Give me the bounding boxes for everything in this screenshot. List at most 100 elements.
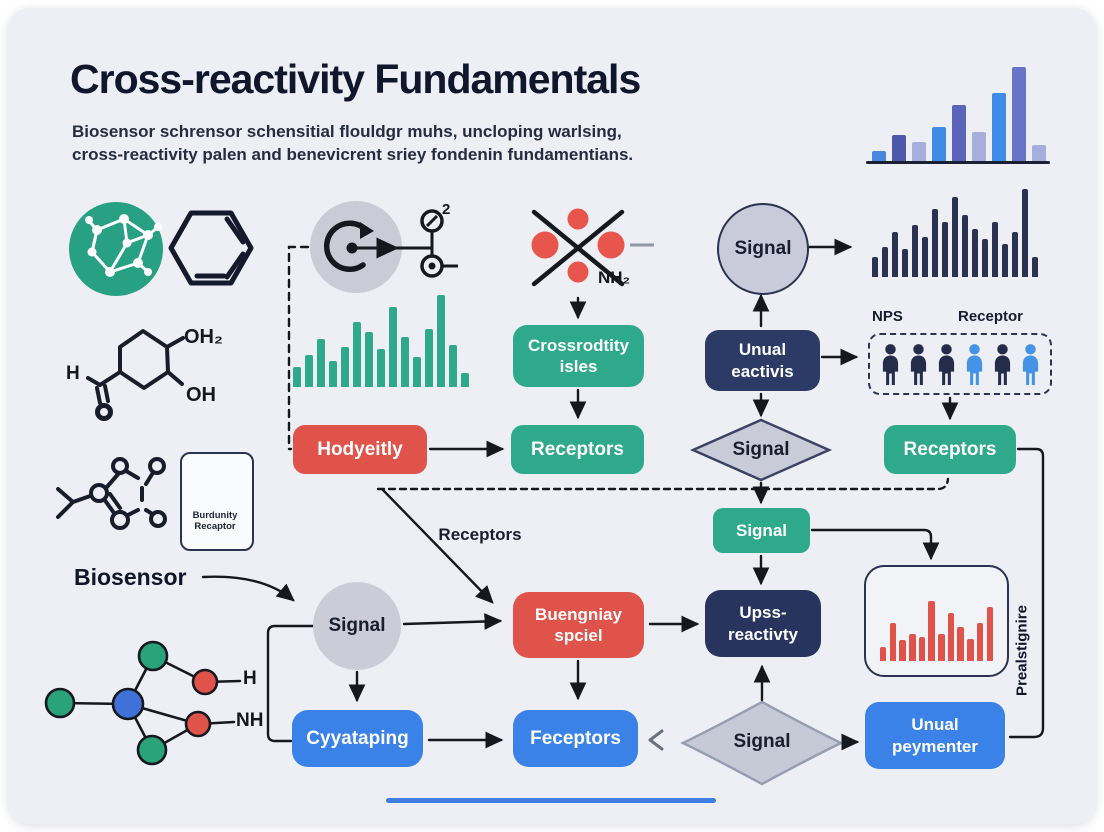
- dashed-elbow-rotor-to-hodyeitly: [287, 245, 310, 451]
- node-signal-mid: Signal: [313, 582, 401, 670]
- bar: [992, 222, 998, 277]
- red-chart-panel: [864, 565, 1009, 677]
- rotate-icon: [310, 201, 458, 293]
- hexagon-icon: [168, 210, 254, 286]
- mol-h-label: H: [243, 668, 257, 689]
- node-unual-eactivis-line2: eactivis: [731, 361, 794, 381]
- bar: [912, 225, 918, 277]
- green-wave-chart: [293, 295, 469, 387]
- node-buengniay-line2: spciel: [554, 626, 603, 645]
- navy-wave-chart: [872, 189, 1038, 277]
- node-upss-reactivty: Upss- reactivty: [705, 590, 821, 657]
- nps-label: NPS: [872, 308, 903, 325]
- node-receptors-left: Receptors: [511, 425, 644, 474]
- elbow-receptors-to-peymenter: [1008, 447, 1045, 739]
- bar: [889, 623, 897, 661]
- node-unual-peymenter-line1: Unual: [911, 715, 959, 735]
- bar: [892, 135, 906, 161]
- node-signal-top: Signal: [717, 203, 809, 295]
- bar: [942, 222, 948, 277]
- bar: [938, 634, 945, 661]
- nh2-label: NH₂: [598, 268, 631, 287]
- bar: [882, 247, 888, 277]
- bar: [879, 647, 887, 661]
- node-signal-diamond-bottom-label: Signal: [733, 731, 791, 752]
- node-unual-peymenter: Unual peymenter: [865, 702, 1005, 769]
- bar: [365, 332, 373, 387]
- page-title: Cross-reactivity Fundamentals: [70, 56, 641, 102]
- bar: [293, 367, 301, 387]
- bar: [922, 237, 928, 277]
- bar: [952, 105, 966, 161]
- person-icon: [881, 344, 900, 386]
- subtitle-line-1: Biosensor schrensor schensitial flouldgr…: [72, 122, 622, 141]
- node-feceptors: Feceptors: [513, 710, 638, 767]
- bar: [982, 239, 988, 277]
- connectors: [201, 238, 1045, 751]
- node-signal-diamond-label: Signal: [732, 439, 790, 460]
- burdunity-card-text: Burdunity Recaptor: [181, 510, 249, 532]
- bar: [892, 232, 898, 277]
- page-subtitle: Biosensor schrensor schensitial flouldgr…: [72, 120, 633, 166]
- node-crossrodtity-line1: Crossrodtity: [527, 335, 630, 355]
- bar: [909, 634, 916, 661]
- red-bar-chart: [879, 581, 994, 661]
- bar: [437, 295, 445, 387]
- mol-nh-label: NH: [236, 710, 264, 731]
- node-unual-peymenter-line2: peymenter: [892, 736, 978, 756]
- person-icon: [965, 344, 984, 386]
- arrow-signalmid-to-buengniay: [402, 613, 503, 630]
- chart-baseline: [866, 161, 1050, 164]
- bar: [377, 349, 385, 387]
- bar: [957, 627, 964, 661]
- node-hodyeitly: Hodyeitly: [293, 425, 427, 474]
- bar: [932, 127, 946, 161]
- bar: [317, 339, 325, 387]
- bar: [872, 257, 878, 277]
- node-unual-eactivis: Unual eactivis: [705, 330, 820, 391]
- receptor-label: Receptor: [958, 308, 1024, 325]
- bar: [972, 229, 978, 277]
- bar: [353, 322, 361, 387]
- node-buengniay-line1: Buengniay: [535, 604, 622, 624]
- node-upss-line1: Upss-: [739, 603, 787, 623]
- elbow-signalmid-to-cyyataping: [266, 624, 315, 743]
- bar: [1032, 257, 1038, 277]
- subtitle-line-2: cross-reactivity palen and benevicrent s…: [72, 145, 634, 164]
- node-unual-eactivis-line1: Unual: [738, 340, 787, 360]
- signal-diamond-shape: [689, 418, 833, 482]
- node-crossrodtity: Crossrodtity isles: [513, 325, 644, 387]
- bar: [918, 637, 926, 661]
- bar: [413, 357, 421, 387]
- bar: [329, 361, 337, 387]
- biosensor-label: Biosensor: [74, 564, 187, 590]
- bar: [1032, 145, 1046, 161]
- node-upss-line2: reactivty: [728, 624, 798, 644]
- node-signal-green: Signal: [713, 508, 810, 553]
- bar: [947, 613, 955, 661]
- burdunity-line2: Recaptor: [194, 521, 236, 532]
- people-group: [868, 333, 1052, 395]
- bar: [872, 151, 886, 161]
- bar: [425, 329, 433, 387]
- signal-diamond-bottom-shape: [680, 700, 844, 786]
- bar: [899, 640, 906, 661]
- bar: [976, 623, 984, 661]
- bottom-accent-bar: [386, 798, 716, 803]
- bar: [928, 601, 935, 661]
- node-receptors-right: Receptors: [884, 425, 1016, 474]
- bar: [932, 209, 938, 277]
- arrow-biosensor: [201, 575, 295, 602]
- bar: [952, 197, 958, 277]
- bar: [401, 337, 409, 387]
- burdunity-card: [180, 452, 254, 551]
- bar: [992, 93, 1006, 161]
- bar: [1012, 232, 1018, 277]
- elbow-signalgreen-to-redpanel: [810, 528, 940, 561]
- bar: [967, 639, 974, 661]
- bar: [341, 347, 349, 387]
- node-cyyataping: Cyyataping: [292, 710, 423, 767]
- node-crossrodtity-line2: isles: [559, 357, 598, 376]
- person-icon: [937, 344, 956, 386]
